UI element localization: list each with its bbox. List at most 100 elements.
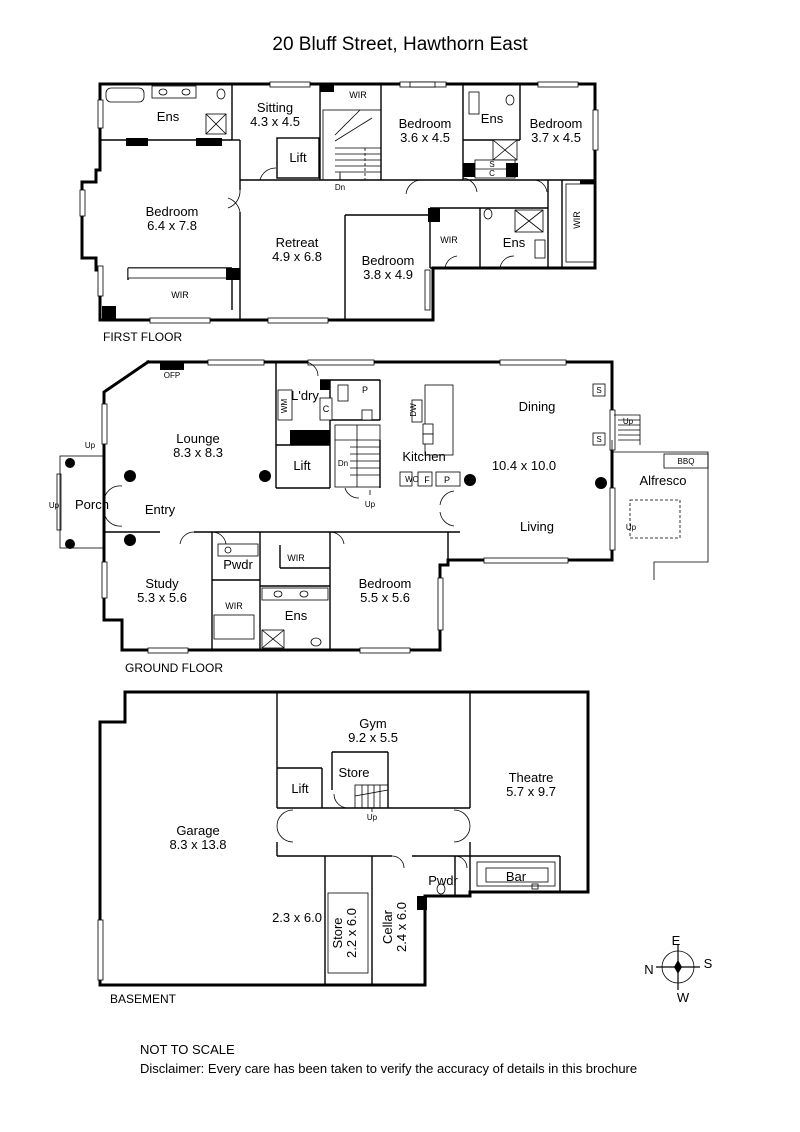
bs-store-2-name: Store	[330, 917, 345, 948]
disclaimer: Disclaimer: Every care has been taken to…	[140, 1061, 637, 1076]
compass-w: W	[677, 990, 690, 1005]
ff-wir-2-label: WIR	[440, 235, 458, 245]
ff-retreat-dims: 4.9 x 6.8	[272, 249, 322, 264]
gf-s1-label: S	[596, 386, 601, 395]
toilet-icon	[310, 637, 322, 647]
alfresco-area	[611, 414, 709, 580]
gf-up4-label: Up	[623, 417, 634, 426]
gf-wir-2-label: WIR	[225, 601, 243, 611]
bs-theatre-name: Theatre	[509, 770, 554, 785]
gf-living-label: Living	[520, 519, 554, 534]
first-floor-lift	[276, 137, 320, 179]
bs-store-2-dims: 2.2 x 6.0	[344, 908, 359, 958]
bs-garage-dims: 8.3 x 13.8	[169, 837, 226, 852]
gf-entry-label: Entry	[145, 502, 176, 517]
bs-cellar-dims: 2.4 x 6.0	[394, 902, 409, 952]
gf-porch-label: Porch	[75, 497, 109, 512]
gf-up1-label: Up	[365, 500, 376, 509]
ff-bedroom-3-name: Bedroom	[530, 116, 583, 131]
bs-pwdr-label: Pwdr	[428, 873, 458, 888]
gf-c2-label: C	[300, 434, 307, 444]
bs-lift-label: Lift	[291, 781, 309, 796]
basement	[97, 690, 590, 987]
gf-ens-label: Ens	[285, 608, 308, 623]
gf-p2-label: P	[444, 475, 450, 485]
ground-floor-stairs	[334, 424, 381, 488]
ff-dn-label: Dn	[335, 183, 345, 192]
gf-up3-label: Up	[49, 501, 60, 510]
bs-store-1-label: Store	[338, 765, 369, 780]
gf-study-dims: 5.3 x 5.6	[137, 590, 187, 605]
bs-cellar-name: Cellar	[380, 909, 395, 944]
gf-living-dims: 10.4 x 10.0	[492, 458, 556, 473]
vanity-icon	[217, 543, 259, 557]
plan-title: 20 Bluff Street, Hawthorn East	[272, 34, 528, 55]
toilet-icon	[216, 88, 226, 100]
gf-f-label: F	[424, 475, 430, 485]
gf-lounge-dims: 8.3 x 8.3	[173, 445, 223, 460]
ff-ens-2-label: Ens	[481, 111, 504, 126]
gf-lift-label: Lift	[293, 458, 311, 473]
ff-s-label: S	[489, 160, 494, 169]
basement-stairs	[354, 784, 389, 809]
gf-ofp-label: OFP	[164, 371, 180, 380]
first-floor-label: FIRST FLOOR	[103, 330, 182, 344]
gf-dining-label: Dining	[519, 399, 556, 414]
bs-bar-label: Bar	[506, 869, 527, 884]
gf-dn-label: Dn	[338, 459, 348, 468]
ff-lift-label: Lift	[289, 150, 307, 165]
ff-ens-3-label: Ens	[503, 235, 526, 250]
bs-gym-dims: 9.2 x 5.5	[348, 730, 398, 745]
ground-floor	[56, 359, 709, 654]
gf-lounge-name: Lounge	[176, 431, 219, 446]
gf-wir-1-label: WIR	[287, 553, 305, 563]
bs-gym-name: Gym	[359, 716, 386, 731]
toilet-icon	[483, 208, 493, 220]
gf-up5-label: Up	[626, 523, 637, 532]
ff-wir-1-label: WIR	[349, 90, 367, 100]
gf-dw-label: DW	[409, 403, 418, 417]
compass-e: E	[672, 933, 681, 948]
gf-wm-label: WM	[280, 399, 289, 414]
gf-laundry-label: L'dry	[291, 388, 319, 403]
ff-bedroom-1-name: Bedroom	[146, 204, 199, 219]
ground-floor-label: GROUND FLOOR	[125, 661, 223, 675]
bathtub-icon	[105, 87, 145, 103]
kitchen-island	[424, 384, 454, 456]
ff-bedroom-2-dims: 3.6 x 4.5	[400, 130, 450, 145]
ff-sitting-name: Sitting	[257, 100, 293, 115]
gf-study-name: Study	[145, 576, 179, 591]
compass-icon: N E S W	[644, 933, 712, 1005]
ff-sitting-dims: 4.3 x 4.5	[250, 114, 300, 129]
gf-bedroom-dims: 5.5 x 5.6	[360, 590, 410, 605]
basement-internal-walls	[276, 692, 561, 985]
gf-s2-label: S	[596, 435, 601, 444]
compass-n: N	[644, 962, 653, 977]
gf-kitchen-label: Kitchen	[402, 449, 445, 464]
ff-bedroom-2-name: Bedroom	[399, 116, 452, 131]
gf-c1-label: C	[323, 404, 330, 414]
basement-label: BASEMENT	[110, 992, 177, 1006]
toilet-icon	[436, 883, 446, 895]
first-floor-stairs	[322, 109, 382, 181]
first-floor	[79, 81, 599, 324]
compass-s: S	[704, 956, 713, 971]
not-to-scale: NOT TO SCALE	[140, 1042, 235, 1057]
ff-bedroom-4-dims: 3.8 x 4.9	[363, 267, 413, 282]
gf-p1-label: P	[362, 385, 368, 395]
bs-store-dims: 2.3 x 6.0	[272, 910, 322, 925]
ff-ens-1-label: Ens	[157, 109, 180, 124]
gf-wo-label: WO	[405, 475, 419, 484]
ff-bedroom-3-dims: 3.7 x 4.5	[531, 130, 581, 145]
bs-garage-name: Garage	[176, 823, 219, 838]
ff-c-label: C	[489, 169, 495, 178]
ff-wir-4-label: WIR	[171, 290, 189, 300]
bs-up-label: Up	[367, 813, 378, 822]
gf-bbq-label: BBQ	[678, 457, 695, 466]
gf-pwdr-label: Pwdr	[223, 557, 253, 572]
ff-wir-3-label: WIR	[572, 211, 582, 229]
bs-theatre-dims: 5.7 x 9.7	[506, 784, 556, 799]
gf-bedroom-name: Bedroom	[359, 576, 412, 591]
toilet-icon	[505, 94, 515, 106]
